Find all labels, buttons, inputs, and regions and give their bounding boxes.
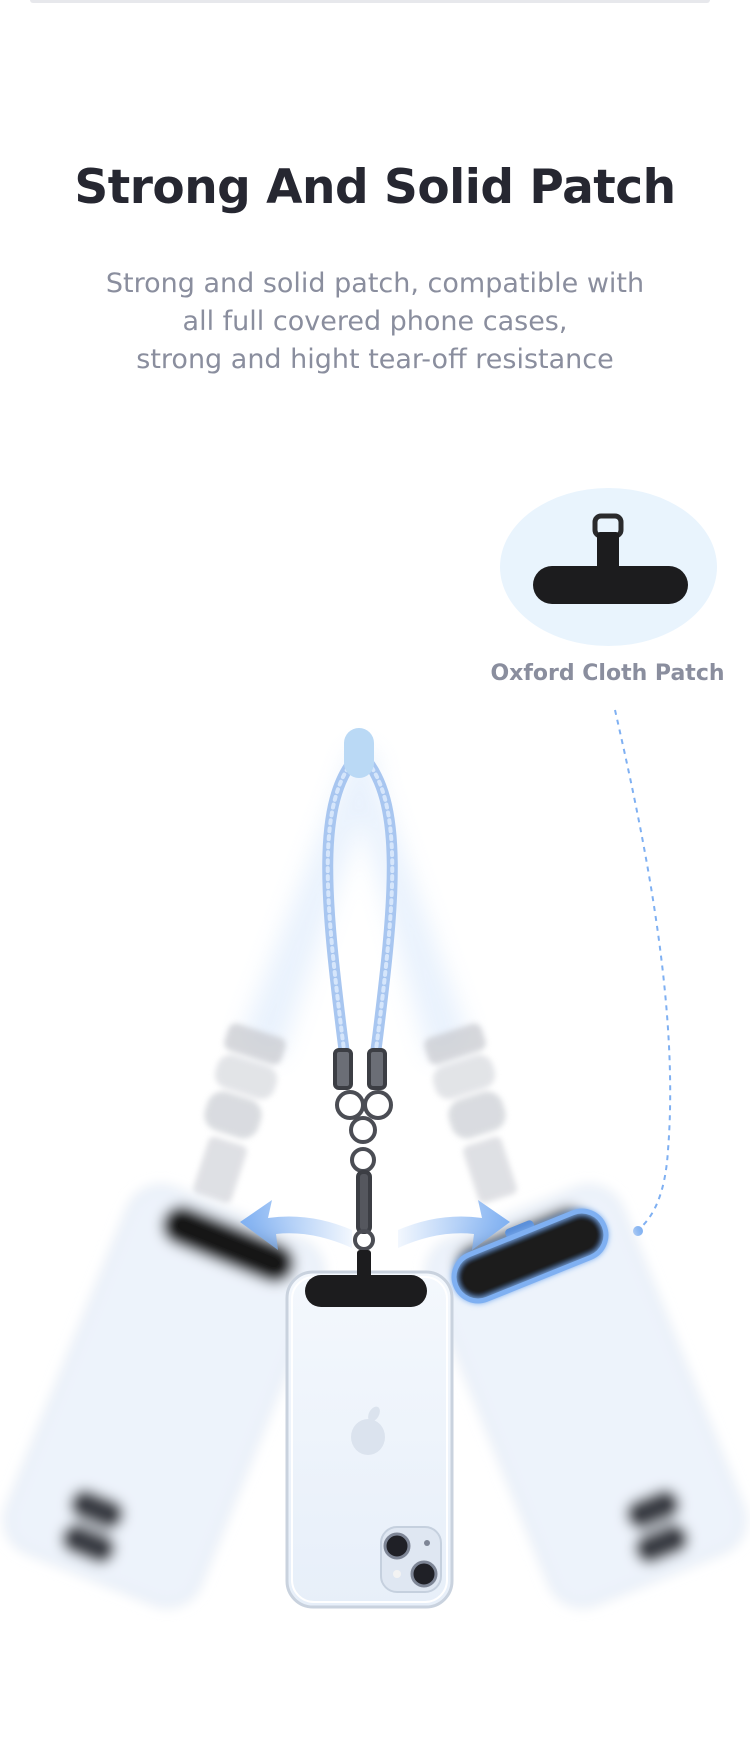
right-metal-fitting — [424, 1023, 517, 1204]
strap-bead — [344, 728, 374, 778]
swing-arrows — [240, 1200, 510, 1250]
right-patch-highlight — [451, 1208, 609, 1304]
apple-logo-icon — [351, 1406, 385, 1455]
center-phone — [285, 1250, 454, 1609]
subtitle-line-2: all full covered phone cases, — [182, 306, 568, 337]
callout-dot — [633, 1226, 643, 1236]
top-divider — [30, 0, 710, 3]
callout-leader-line — [614, 709, 672, 1231]
metal-clips — [333, 1048, 393, 1251]
left-phone-blurred — [4, 1185, 325, 1608]
subtitle-line-1: Strong and solid patch, compatible with — [105, 268, 645, 299]
subtitle-line-3: strong and hight tear-off resistance — [136, 344, 614, 375]
page-subtitle: Strong and solid patch, compatible with … — [0, 265, 750, 379]
left-metal-fitting — [193, 1023, 286, 1204]
lanyard-strap — [322, 728, 398, 1056]
patch-thumbnail — [533, 513, 688, 604]
lanyard-ghost-trail — [240, 745, 470, 1060]
page-title: Strong And Solid Patch — [74, 160, 676, 215]
camera-lens-icon — [383, 1532, 411, 1560]
center-phone-patch — [305, 1275, 427, 1307]
camera-lens-icon — [410, 1560, 438, 1588]
patch-callout-label: Oxford Cloth Patch — [490, 661, 725, 686]
